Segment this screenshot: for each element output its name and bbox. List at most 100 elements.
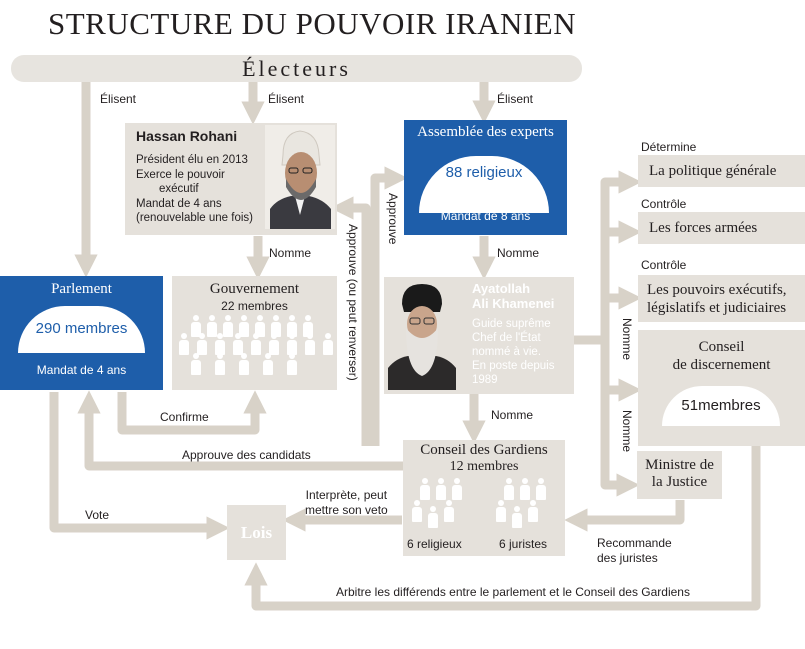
- gouvernement-count: 22 membres: [221, 299, 288, 313]
- person-icon: [443, 500, 455, 522]
- gouvernement-title: Gouvernement: [209, 281, 300, 297]
- parlement-count: 290 membres: [35, 320, 128, 337]
- person-icon: [238, 315, 250, 337]
- person-icon: [519, 478, 531, 500]
- rohani-box: Hassan Rohani Président élu en 2013 Exer…: [125, 123, 337, 235]
- pouvoirs-line: Les pouvoirs exécutifs,: [647, 282, 787, 298]
- person-icon: [178, 333, 190, 355]
- label-recommande: Recommande des juristes: [597, 536, 672, 566]
- parlement-dome-icon: [18, 306, 145, 353]
- khamenei-line: nommé à vie.: [472, 346, 542, 358]
- person-icon: [286, 315, 298, 337]
- discernement-count: 51membres: [681, 397, 761, 414]
- ministre-line: Ministre de: [645, 457, 714, 473]
- electeurs-bar: Électeurs: [11, 55, 582, 82]
- person-icon: [511, 506, 523, 528]
- label-elisent-3: Élisent: [497, 92, 534, 106]
- label-determine: Détermine: [641, 140, 697, 154]
- discernement-title: Conseil de discernement: [638, 338, 805, 374]
- label-arbitre: Arbitre les différends entre le parlemen…: [336, 585, 690, 599]
- khamenei-line: En poste depuis: [472, 360, 555, 372]
- rohani-details: Président élu en 2013 Exerce le pouvoir …: [136, 153, 253, 226]
- person-icon: [190, 315, 202, 337]
- label-interprete-line: Interprète, peut: [305, 488, 388, 502]
- person-icon: [435, 478, 447, 500]
- person-icon: [214, 333, 226, 355]
- discernement-title-line: de discernement: [672, 357, 771, 373]
- label-approuve-renverser: Approuve (ou peut renverser): [346, 224, 360, 381]
- gardiens-religieux-icon: [411, 478, 471, 534]
- label-recommande-line: Recommande: [597, 536, 672, 550]
- person-icon: [238, 353, 250, 375]
- label-vote: Vote: [85, 508, 110, 522]
- pouvoirs-line: législatifs et judiciaires: [647, 300, 787, 316]
- rohani-name: Hassan Rohani: [136, 128, 238, 144]
- lois-label: Lois: [240, 523, 273, 542]
- person-icon: [286, 333, 298, 355]
- person-icon: [196, 333, 208, 355]
- label-confirme: Confirme: [160, 410, 209, 424]
- lois-box: Lois: [227, 505, 286, 560]
- page-title: STRUCTURE DU POUVOIR IRANIEN: [48, 6, 577, 41]
- khamenei-line: Guide suprême: [472, 318, 551, 330]
- person-icon: [250, 333, 262, 355]
- politique-label: La politique générale: [649, 163, 777, 179]
- arrow-confirme: [117, 390, 267, 435]
- khamenei-line: Chef de l'État: [472, 332, 541, 344]
- label-nomme-v1: Nomme: [620, 318, 634, 361]
- label-controle-2: Contrôle: [641, 258, 687, 272]
- khamenei-details: Guide suprême Chef de l'État nommé à vie…: [472, 317, 554, 387]
- label-interprete: Interprète, peut mettre son veto: [305, 488, 388, 518]
- gardiens-religieux-label: 6 religieux: [407, 537, 462, 551]
- person-icon: [427, 506, 439, 528]
- rohani-line: exécutif: [159, 183, 199, 195]
- person-icon: [419, 478, 431, 500]
- label-interprete-line: mettre son veto: [305, 503, 388, 517]
- experts-box: Assemblée des experts 88 religieux Manda…: [404, 120, 567, 235]
- rohani-portrait: [265, 125, 335, 229]
- parlement-title: Parlement: [51, 281, 112, 297]
- person-icon: [254, 315, 266, 337]
- person-icon: [302, 315, 314, 337]
- gardiens-box: Conseil des Gardiens 12 membres 6 religi…: [403, 440, 565, 556]
- rohani-line: Mandat de 4 ans: [136, 197, 222, 210]
- person-icon: [190, 353, 202, 375]
- rohani-line: Président élu en 2013: [136, 154, 248, 166]
- label-nomme-khamenei: Nomme: [497, 246, 540, 260]
- person-icon: [535, 478, 547, 500]
- experts-mandate: Mandat de 8 ans: [440, 209, 531, 223]
- discernement-title-line: Conseil: [698, 339, 745, 355]
- person-icon: [503, 478, 515, 500]
- person-icon: [304, 333, 316, 355]
- person-icon: [222, 315, 234, 337]
- gardiens-count: 12 membres: [449, 459, 519, 474]
- khamenei-name: Ayatollah Ali Khamenei: [472, 281, 554, 311]
- gardiens-juristes-icon: [495, 478, 555, 534]
- label-approuve: Approuve: [386, 193, 400, 245]
- arrow-approuve-experts: [370, 166, 408, 446]
- arrow-arbitre: [244, 446, 761, 611]
- label-approuve-candidats: Approuve des candidats: [182, 448, 311, 462]
- person-icon: [232, 333, 244, 355]
- arrow-approuve-renverser: [330, 196, 371, 446]
- khamenei-line: 1989: [472, 374, 498, 386]
- experts-title: Assemblée des experts: [417, 124, 554, 140]
- ministre-box: Ministre de la Justice: [637, 451, 722, 499]
- box-pouvoirs: Les pouvoirs exécutifs, législatifs et j…: [638, 275, 805, 322]
- person-icon: [214, 353, 226, 375]
- person-icon: [322, 333, 334, 355]
- arrow-vote: [49, 392, 230, 540]
- person-icon: [411, 500, 423, 522]
- person-icon: [268, 333, 280, 355]
- person-icon: [206, 315, 218, 337]
- experts-count: 88 religieux: [445, 164, 523, 181]
- person-icon: [495, 500, 507, 522]
- rohani-line: (renouvelable une fois): [136, 212, 253, 224]
- pouvoirs-label: Les pouvoirs exécutifs, législatifs et j…: [638, 275, 805, 317]
- person-icon: [451, 478, 463, 500]
- parlement-box: Parlement 290 membres Mandat de 4 ans: [0, 276, 163, 390]
- label-elisent-2: Élisent: [268, 92, 305, 106]
- label-nomme-gouvernement: Nomme: [269, 246, 312, 260]
- arrow-approuve-candidats: [77, 390, 404, 471]
- person-icon: [527, 500, 539, 522]
